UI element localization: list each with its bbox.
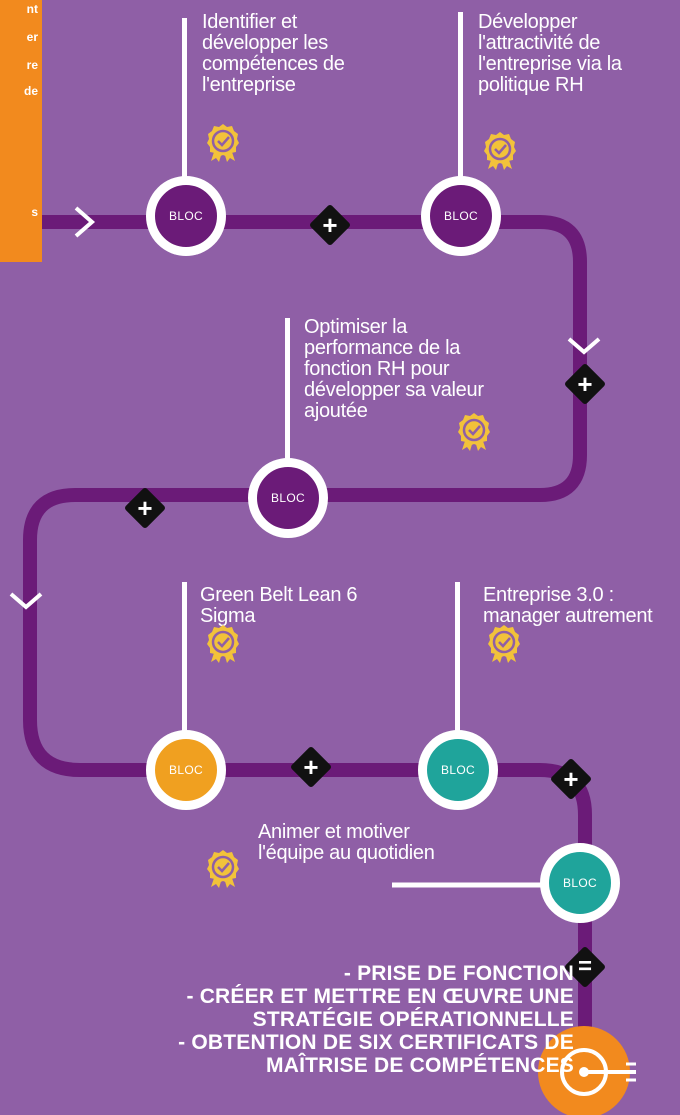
step-label: Développer l'attractivité de l'entrepris… (478, 11, 622, 96)
plus-glyph: + (303, 752, 319, 782)
chevron-down-icon (567, 337, 601, 355)
bloc-node: BLOC (248, 458, 328, 538)
chevron-down-icon (9, 592, 43, 610)
side-panel-text: er (26, 30, 38, 44)
side-panel-text: re (26, 58, 38, 72)
side-panel-text: de (23, 84, 38, 98)
plus-glyph: + (137, 493, 153, 523)
equals-glyph: = (577, 953, 592, 980)
step-label: Optimiser la performance de la fonction … (304, 316, 484, 422)
side-panel-text: s (31, 205, 38, 219)
step-connector (455, 582, 460, 740)
plus-glyph: + (322, 210, 338, 240)
certificate-medal-icon (458, 413, 490, 451)
step-connector (182, 18, 187, 186)
certificate-medal-icon (207, 124, 239, 162)
certificate-medal-icon (484, 132, 516, 170)
step-connector (458, 12, 463, 187)
outcome-list: - PRISE DE FONCTION - CRÉER ET METTRE EN… (14, 962, 574, 1077)
certificate-medal-icon (207, 625, 239, 663)
step-label: Animer et motiver l'équipe au quotidien (258, 821, 435, 864)
side-panel: nt er re de s (0, 0, 42, 262)
bloc-node: BLOC (146, 176, 226, 256)
step-label: Identifier et développer les compétences… (202, 11, 345, 96)
step-connector (285, 318, 290, 466)
certificate-medal-icon (207, 850, 239, 888)
bloc-node: BLOC (418, 730, 498, 810)
plus-glyph: + (577, 369, 593, 399)
certificate-medal-icon (488, 625, 520, 663)
outcome-line: - CRÉER ET METTRE EN ŒUVRE UNE (186, 985, 574, 1008)
step-connector (182, 582, 187, 740)
bloc-node: BLOC (146, 730, 226, 810)
plus-glyph: + (563, 764, 579, 794)
outcome-line: - OBTENTION DE SIX CERTIFICATS DE (178, 1031, 574, 1054)
outcome-line: - PRISE DE FONCTION (343, 962, 574, 985)
bloc-node: BLOC (540, 843, 620, 923)
side-panel-text: nt (26, 2, 38, 16)
bloc-node: BLOC (421, 176, 501, 256)
target-arrow-icon (538, 1026, 636, 1115)
step-label: Green Belt Lean 6 Sigma (200, 584, 358, 627)
chevron-right-icon (74, 206, 96, 238)
outcome-line: MAÎTRISE DE COMPÉTENCES (266, 1054, 574, 1077)
outcome-line: STRATÉGIE OPÉRATIONNELLE (252, 1008, 574, 1031)
step-label: Entreprise 3.0 : manager autrement (483, 584, 653, 627)
